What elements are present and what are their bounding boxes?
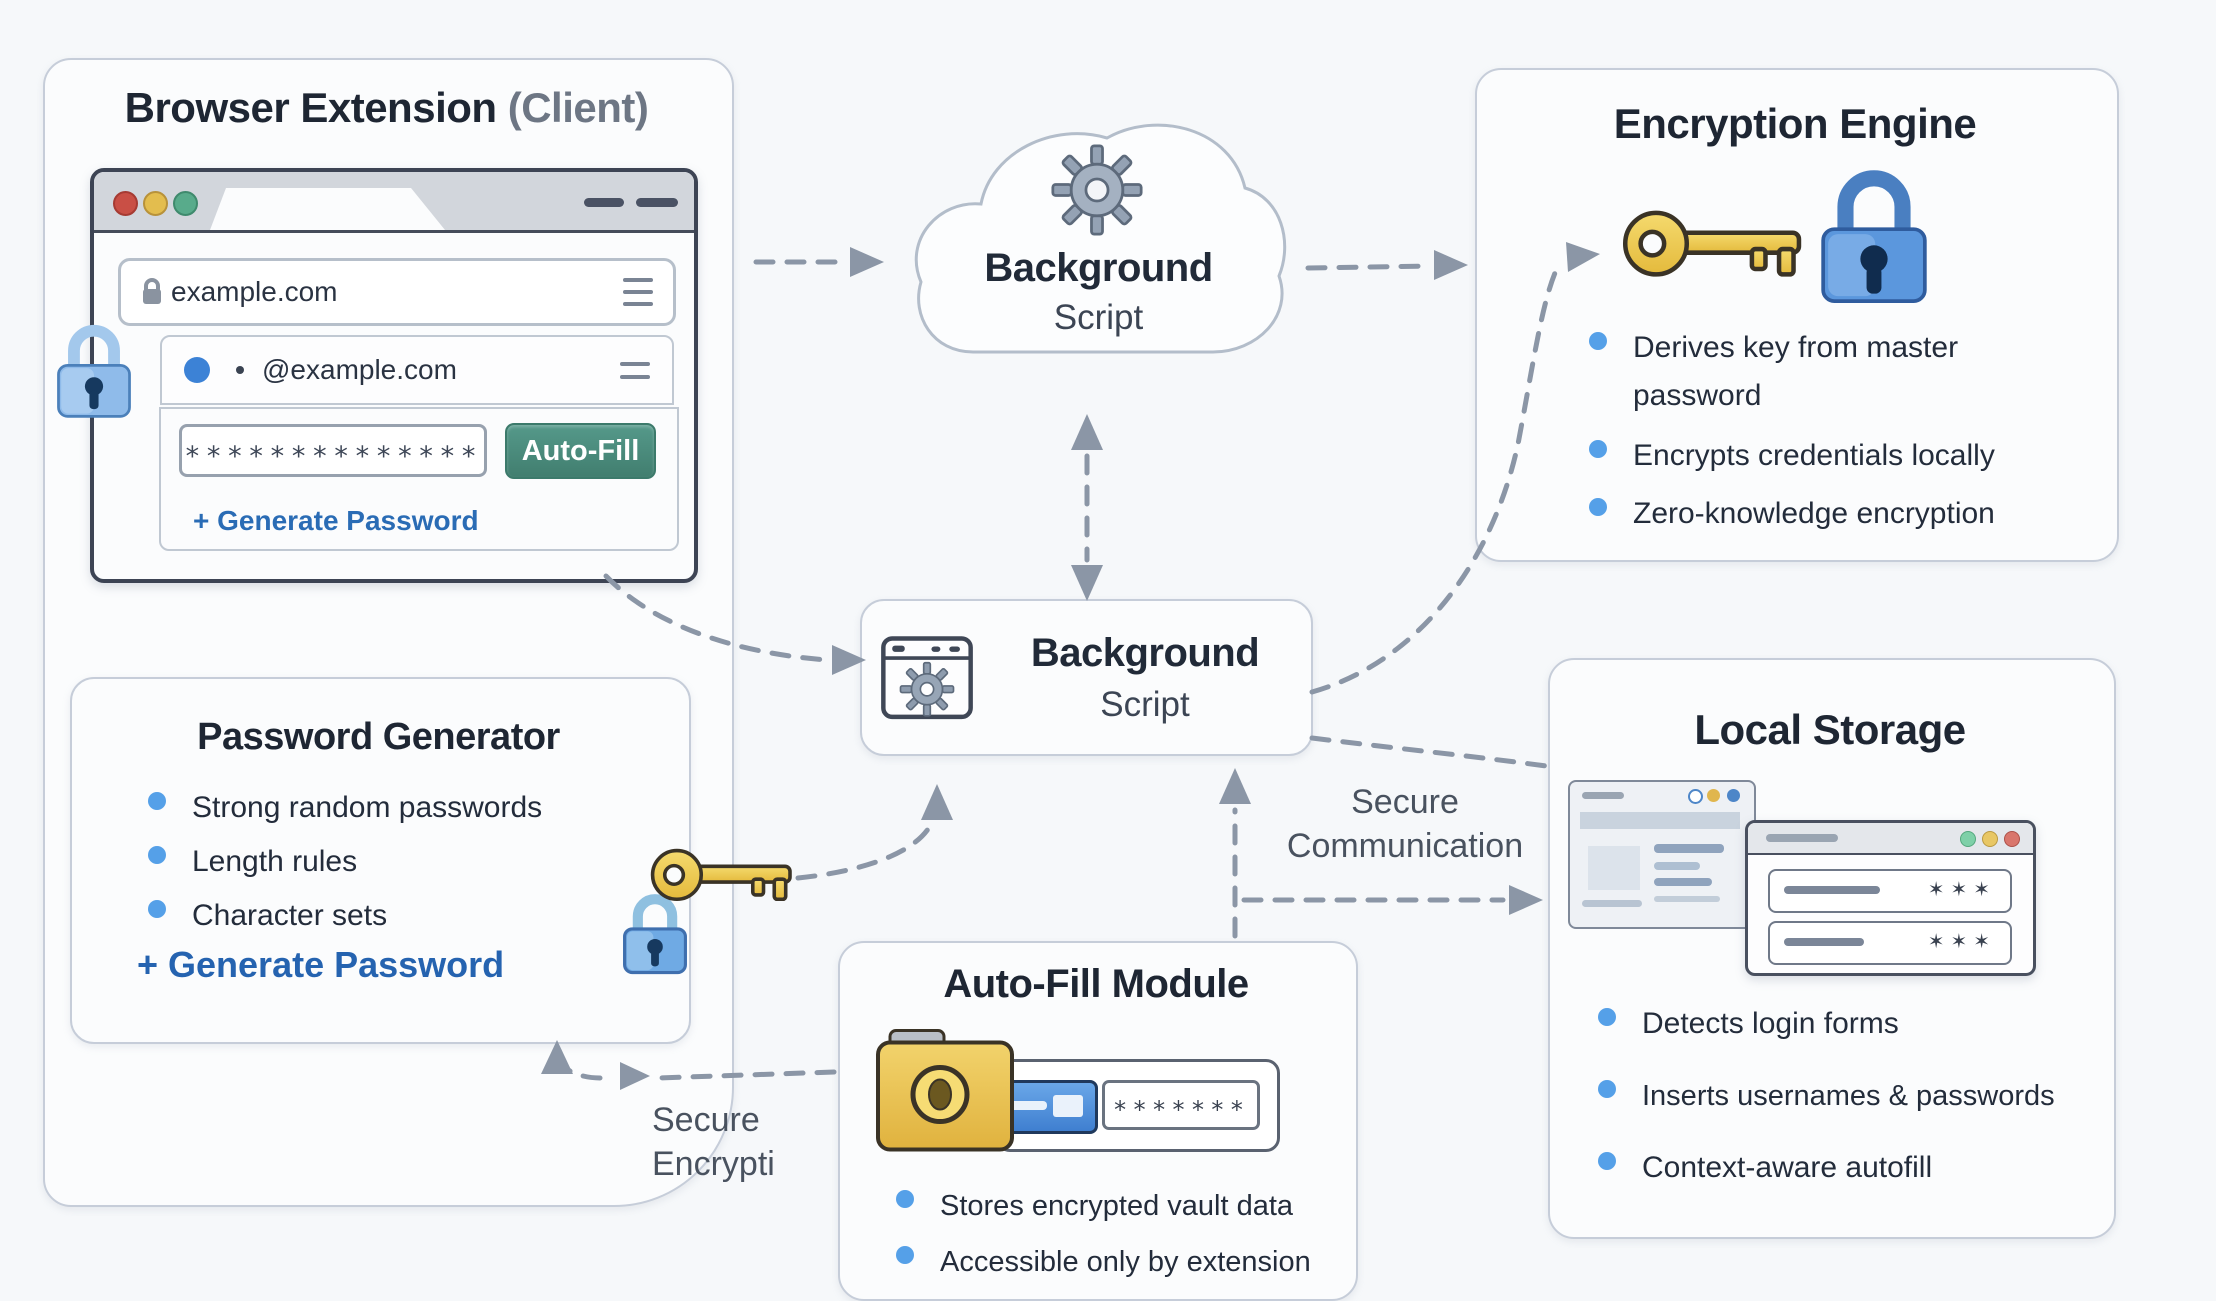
gear-icon bbox=[1051, 144, 1143, 236]
cloud-label-line2: Script bbox=[1053, 298, 1144, 337]
generate-password-action[interactable]: + Generate Password bbox=[137, 944, 505, 985]
webpage-window-illustration bbox=[1568, 780, 1756, 929]
padlock-icon bbox=[623, 894, 687, 975]
bullet-text: Character sets bbox=[192, 899, 388, 932]
browser-gear-icon bbox=[881, 636, 973, 720]
list-item: Detects login forms bbox=[1598, 1000, 1899, 1048]
menu-icon[interactable] bbox=[623, 278, 653, 306]
window-dot-icon bbox=[1727, 789, 1740, 802]
bullet-text: Accessible only by extension bbox=[940, 1246, 1311, 1278]
background-script-line2: Script bbox=[1100, 685, 1190, 724]
login-form-window-illustration: ✶✶✶ ✶✶✶ bbox=[1745, 820, 2036, 976]
secure-communication-label: Secure Communication bbox=[1286, 783, 1524, 865]
list-item: Length rules bbox=[148, 838, 357, 886]
login-row-illustration: ✶✶✶ bbox=[1768, 869, 2012, 913]
autofill-button[interactable]: Auto-Fill bbox=[505, 423, 656, 479]
autofill-popup-panel: ************** Auto-Fill + Generate Pass… bbox=[159, 407, 679, 551]
browser-extension-title-main: Browser Extension bbox=[124, 84, 497, 131]
login-row-illustration: ✶✶✶ bbox=[1768, 921, 2012, 965]
window-dot-icon bbox=[1960, 831, 1976, 847]
bullet-dot-icon bbox=[1589, 498, 1607, 516]
titlebar-dash-icon bbox=[584, 198, 624, 207]
separator-dot-icon bbox=[236, 366, 244, 374]
list-item: Character sets bbox=[148, 892, 387, 940]
browser-window: example.com @example.com ************** … bbox=[90, 168, 698, 583]
bullet-text: Length rules bbox=[192, 845, 358, 878]
bullet-dot-icon bbox=[896, 1246, 914, 1264]
bullet-text: Context-aware autofill bbox=[1642, 1151, 1933, 1184]
cloud-label-line1: Background bbox=[984, 246, 1213, 290]
bullet-dot-icon bbox=[1598, 1152, 1616, 1170]
bullet-text: Inserts usernames & passwords bbox=[1642, 1080, 2055, 1112]
bullet-text: Zero-knowledge encryption bbox=[1633, 497, 1995, 530]
account-text: @example.com bbox=[262, 354, 457, 385]
bullet-dot-icon bbox=[1589, 332, 1607, 350]
traffic-light-minimize-button[interactable] bbox=[143, 191, 168, 216]
list-item: Inserts usernames & passwords bbox=[1598, 1072, 2055, 1120]
autofill-module-title: Auto-Fill Module bbox=[943, 962, 1249, 1006]
bullet-text: Strong random passwords bbox=[192, 791, 543, 824]
key-icon bbox=[650, 848, 792, 902]
browser-tab[interactable] bbox=[210, 188, 445, 230]
bullet-text: Derives key from master password bbox=[1633, 331, 1959, 412]
list-item: Context-aware autofill bbox=[1598, 1144, 1932, 1192]
background-script-line1: Background bbox=[1030, 631, 1260, 675]
list-item: Zero-knowledge encryption bbox=[1589, 490, 1995, 538]
traffic-light-zoom-button[interactable] bbox=[173, 191, 198, 216]
bullet-dot-icon bbox=[1589, 440, 1607, 458]
url-text: example.com bbox=[171, 276, 338, 307]
padlock-icon bbox=[57, 324, 131, 418]
list-item: Derives key from master password bbox=[1589, 324, 2069, 420]
bullet-dot-icon bbox=[148, 792, 166, 810]
browser-extension-title: Browser Extension (Client) bbox=[43, 84, 730, 132]
secure-encryption-label: Secure Encrypti bbox=[652, 1101, 775, 1183]
cloud-background-script: Background Script bbox=[901, 100, 1296, 362]
password-mask-text: ******* bbox=[1112, 1096, 1250, 1124]
padlock-icon bbox=[1821, 170, 1927, 303]
encryption-engine-box bbox=[1475, 68, 2119, 562]
bullet-dot-icon bbox=[148, 846, 166, 864]
password-generator-title: Password Generator bbox=[197, 716, 560, 758]
masked-password-stars: ✶✶✶ bbox=[1927, 931, 1996, 953]
masked-password-field: ******* bbox=[1102, 1080, 1260, 1130]
bullet-text: Encrypts credentials locally bbox=[1633, 439, 1995, 472]
list-item: Accessible only by extension bbox=[896, 1238, 1311, 1286]
local-storage-title: Local Storage bbox=[1694, 706, 1966, 753]
cloud-icon bbox=[914, 123, 1287, 354]
vault-folder-icon bbox=[876, 1029, 1014, 1152]
password-generator-box bbox=[70, 677, 691, 1044]
password-mask-text: ************** bbox=[184, 441, 482, 472]
bullet-text: Detects login forms bbox=[1642, 1007, 1899, 1040]
autofill-button-label: Auto-Fill bbox=[521, 434, 640, 467]
list-item: Strong random passwords bbox=[148, 784, 542, 832]
password-field[interactable]: ************** bbox=[179, 424, 487, 477]
browser-extension-title-suffix: (Client) bbox=[507, 84, 649, 131]
window-dot-icon bbox=[1982, 831, 1998, 847]
menu-icon[interactable] bbox=[620, 361, 650, 379]
encryption-engine-title: Encryption Engine bbox=[1613, 100, 1977, 147]
account-suggestion-row[interactable]: @example.com bbox=[160, 335, 674, 405]
list-item: Stores encrypted vault data bbox=[896, 1182, 1293, 1230]
generate-password-link[interactable]: + Generate Password bbox=[193, 505, 479, 536]
window-dot-icon bbox=[1688, 789, 1703, 804]
bullet-dot-icon bbox=[1598, 1008, 1616, 1026]
bullet-dot-icon bbox=[896, 1190, 914, 1208]
list-item: Encrypts credentials locally bbox=[1589, 432, 1995, 480]
key-icon bbox=[1622, 210, 1802, 277]
url-bar[interactable]: example.com bbox=[118, 258, 676, 326]
https-lock-icon bbox=[143, 278, 161, 304]
titlebar-dash-icon bbox=[636, 198, 678, 207]
account-avatar-dot bbox=[184, 357, 210, 383]
window-dot-icon bbox=[2004, 831, 2020, 847]
masked-password-stars: ✶✶✶ bbox=[1927, 879, 1996, 901]
window-dot-icon bbox=[1707, 789, 1720, 802]
bullet-text: Stores encrypted vault data bbox=[940, 1190, 1294, 1222]
traffic-light-close-button[interactable] bbox=[113, 191, 138, 216]
bullet-dot-icon bbox=[1598, 1080, 1616, 1098]
bullet-dot-icon bbox=[148, 900, 166, 918]
browser-titlebar bbox=[94, 172, 694, 233]
